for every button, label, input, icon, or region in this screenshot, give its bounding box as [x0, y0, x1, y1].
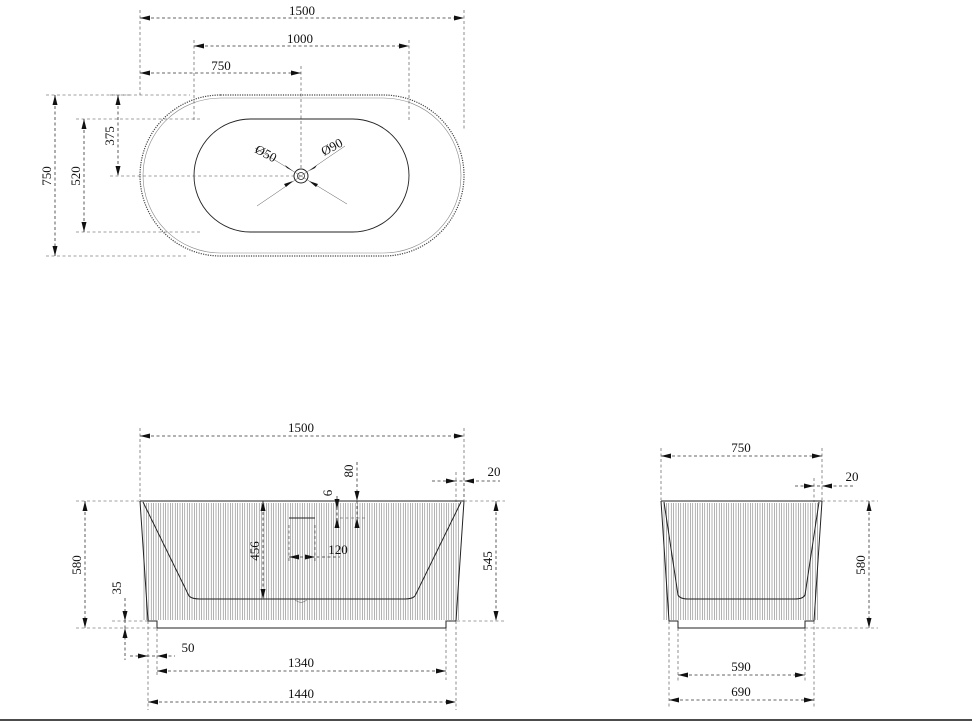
side-rim-thickness-label: 20: [846, 469, 859, 484]
top-inner-width-label: 1000: [287, 31, 313, 46]
tub-outer-outline-inner-edge: [142, 97, 462, 254]
side-ribbed-surface: [663, 503, 818, 620]
side-overall-height-label: 580: [853, 555, 868, 575]
top-overall-width-label: 1500: [289, 3, 315, 18]
front-base-outer-width-label: 1440: [288, 686, 314, 701]
front-base-height-label: 35: [109, 582, 124, 595]
front-rim-thickness-label: 20: [488, 464, 501, 479]
side-base-inner-width-label: 590: [731, 659, 751, 674]
front-ribbed-surface: [143, 503, 459, 620]
tub-outer-outline: [139, 94, 465, 257]
top-view: Ø50 Ø90 1500 1000 750 750: [39, 3, 465, 257]
front-overflow-height-label: 80: [341, 465, 356, 478]
front-base-inner-width-label: 1340: [288, 655, 314, 670]
top-drain-offset-label: 750: [211, 58, 231, 73]
front-inner-height-label: 545: [480, 551, 495, 571]
tub-inner-basin: [193, 118, 410, 233]
top-overall-depth-label: 750: [39, 166, 54, 186]
front-inner-depth-label: 456: [247, 541, 262, 561]
front-overall-height-label: 580: [69, 555, 84, 575]
side-base-outer-width-label: 690: [731, 684, 751, 699]
front-overflow-width-label: 120: [328, 542, 348, 557]
front-overflow-gap-label: 6: [320, 489, 335, 496]
side-view: 750 20 580 590 690: [660, 440, 878, 708]
top-drain-depth-label: 375: [102, 126, 117, 146]
front-base-offset-label: 50: [182, 640, 195, 655]
drain-symbol: [254, 145, 348, 207]
overflow-diameter-label: Ø90: [318, 135, 345, 159]
drain-diameter-label: Ø50: [253, 141, 280, 165]
side-overall-width-label: 750: [731, 440, 751, 455]
front-view: 1500 20 80 6 456 120: [69, 420, 505, 710]
top-inner-depth-label: 520: [68, 166, 83, 186]
front-overall-width-label: 1500: [288, 420, 314, 435]
